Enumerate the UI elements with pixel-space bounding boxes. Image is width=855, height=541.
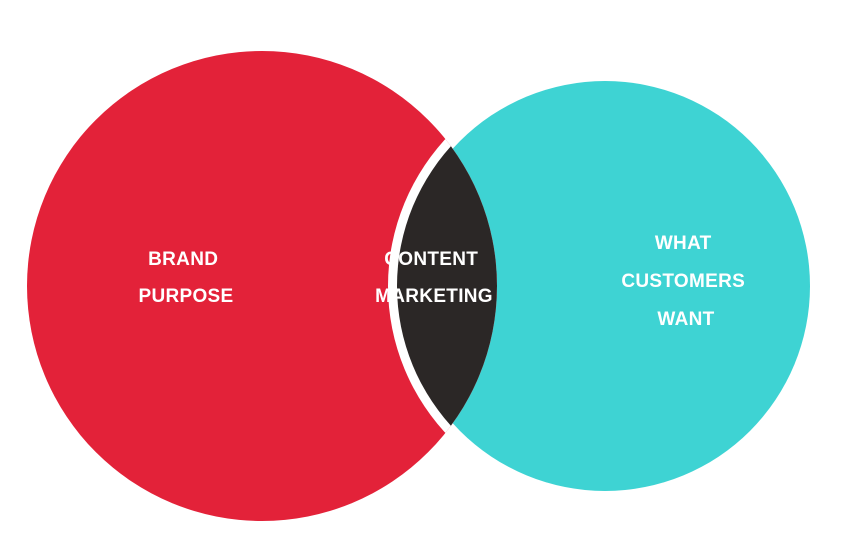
brand-purpose-label: BRAND PURPOSE <box>138 249 233 307</box>
what-customers-want-circle <box>400 81 810 491</box>
what-customers-want-label: WHAT CUSTOMERS WANT <box>621 233 750 330</box>
content-marketing-label: CONTENT MARKETING <box>375 249 493 307</box>
brand-purpose-circle <box>27 51 497 521</box>
